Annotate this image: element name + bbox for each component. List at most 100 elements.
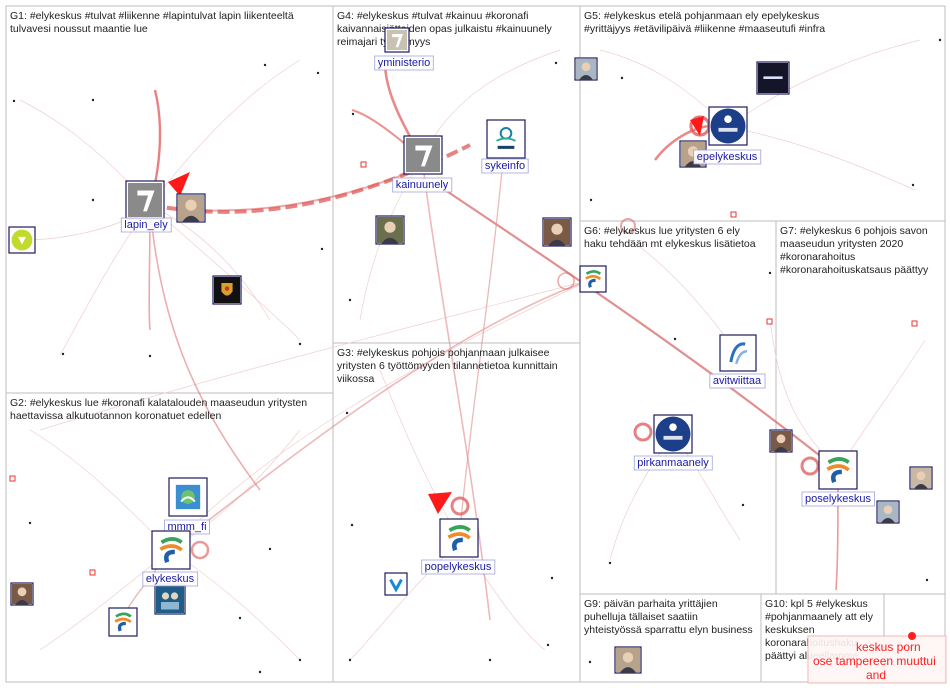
red-marker	[360, 161, 367, 168]
emblem-shield-icon[interactable]	[212, 275, 242, 305]
edge	[39, 279, 591, 431]
avatar-woman-icon[interactable]	[876, 500, 900, 524]
self-loop	[800, 456, 820, 476]
dot	[263, 63, 267, 67]
dot	[320, 247, 324, 251]
node-label: elykeskus	[146, 573, 195, 585]
edge-g6-diagonal	[444, 189, 839, 471]
group-box-g1	[5, 5, 334, 394]
samk-logo-icon[interactable]	[756, 61, 790, 95]
dot	[348, 658, 352, 662]
avi-logo-icon	[719, 334, 757, 372]
red-marker	[9, 475, 16, 482]
edge	[39, 549, 171, 651]
ministry-crest-icon	[168, 477, 208, 517]
dot	[488, 658, 492, 662]
dot	[61, 352, 65, 356]
anniversary-logo-icon	[653, 414, 693, 454]
avatar-sunglasses-icon[interactable]	[375, 215, 405, 245]
node-label: poselykeskus	[805, 493, 872, 505]
group-label-g5: G5: #elykeskus etelä pohjanmaan ely epel…	[584, 10, 825, 35]
dot	[588, 660, 592, 664]
edge	[29, 429, 171, 551]
dot	[345, 411, 349, 415]
node-lapin-ely[interactable]: lapin_ely	[120, 180, 172, 233]
edge	[459, 539, 546, 651]
group-box-g6	[579, 220, 777, 595]
node-label-bg	[481, 158, 529, 174]
node-label-bg	[709, 373, 766, 389]
dot	[148, 354, 152, 358]
avatar-group-icon[interactable]	[154, 583, 186, 615]
group-labels: G1: #elykeskus #tulvat #liikenne #lapint…	[10, 10, 929, 662]
ely-swirl-logo-icon	[818, 450, 858, 490]
edge	[726, 39, 921, 128]
edge	[169, 279, 591, 551]
node-label: epelykeskus	[697, 151, 758, 163]
group-label-g4: G4: #elykeskus #tulvat #kainuu #koronafi…	[337, 10, 553, 48]
red-marker	[730, 211, 737, 218]
dot	[351, 112, 355, 116]
node-pirkanmaanely[interactable]: pirkanmaanely	[633, 414, 713, 471]
node-label-bg	[633, 455, 713, 471]
edge	[149, 204, 271, 321]
node-label: yministerio	[378, 57, 431, 69]
node-kainuunely[interactable]: kainuunely	[392, 135, 453, 193]
syke-logo-icon	[486, 119, 526, 159]
ministry-logo-icon	[384, 27, 410, 53]
major-nodes: lapin_ely yministerio kainuunely sykeinfo ep…	[120, 27, 875, 587]
overlay-line-3: and	[866, 668, 886, 682]
node-label-bg	[801, 491, 875, 507]
node-label: avitwiittaa	[713, 375, 762, 387]
dot	[620, 76, 624, 80]
anniversary-logo-icon	[708, 106, 748, 146]
edge-g4-g3	[421, 157, 491, 621]
edge-elykeskus-g6	[169, 279, 591, 551]
avatar-man-icon[interactable]	[769, 429, 793, 453]
arrowhead	[168, 172, 190, 196]
avatar-woman-icon[interactable]	[574, 57, 598, 81]
node-epelykeskus[interactable]: epelykeskus	[693, 106, 762, 165]
node-label: kainuunely	[396, 179, 449, 191]
dot	[911, 183, 915, 187]
overlay-dot	[908, 632, 916, 640]
edge	[149, 204, 301, 341]
group-box-g5	[579, 5, 946, 222]
dot	[768, 271, 772, 275]
v-logo-icon[interactable]	[384, 572, 408, 596]
group-box-g7	[775, 220, 946, 595]
dot	[12, 99, 16, 103]
avatar-man-icon[interactable]	[10, 582, 34, 606]
node-popelykeskus[interactable]: popelykeskus	[421, 518, 496, 575]
node-mmm-fi[interactable]: mmm_fi	[164, 477, 210, 535]
avatar-portrait-icon[interactable]	[614, 646, 642, 674]
ely-swirl-logo-icon[interactable]	[579, 265, 607, 293]
self-loop	[450, 496, 470, 516]
node-label: pirkanmaanely	[637, 457, 709, 469]
node-label: mmm_fi	[167, 521, 206, 533]
avatar-couple-icon[interactable]	[909, 466, 933, 490]
avatar-man-icon[interactable]	[542, 217, 572, 247]
self-loop	[633, 422, 653, 442]
ely-swirl-logo-icon[interactable]	[108, 607, 138, 637]
node-sykeinfo[interactable]: sykeinfo	[481, 119, 529, 174]
group-box-g2	[5, 392, 334, 683]
node-yministerio[interactable]: yministerio	[374, 27, 434, 71]
node-poselykeskus[interactable]: poselykeskus	[801, 450, 875, 507]
arrowhead	[428, 492, 452, 514]
dot	[938, 38, 942, 42]
dot	[348, 298, 352, 302]
dot	[608, 561, 612, 565]
badge-green-icon[interactable]	[8, 226, 36, 254]
overlay-label-bg	[807, 635, 947, 684]
group-label-g1: G1: #elykeskus #tulvat #liikenne #lapint…	[10, 10, 294, 35]
node-avitwiittaa[interactable]: avitwiittaa	[709, 334, 766, 389]
node-label: lapin_ely	[124, 219, 168, 231]
avatar-portrait-icon[interactable]	[176, 193, 206, 223]
node-label-bg	[693, 149, 762, 165]
node-elykeskus[interactable]: elykeskus	[142, 530, 199, 587]
edge-syke-pop	[459, 139, 506, 531]
